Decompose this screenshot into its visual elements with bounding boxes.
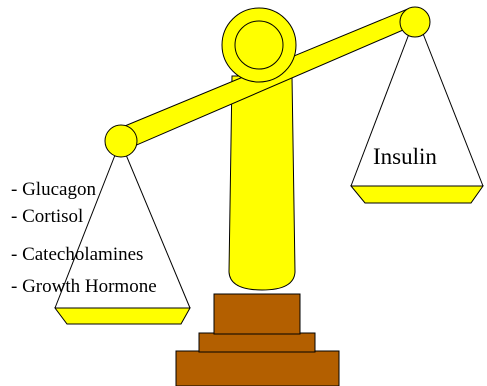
left-beam-knob [105,125,137,157]
center-pivot-inner [235,21,283,69]
base-top-block [214,294,300,334]
base-bottom-block [176,351,339,386]
left-label-growth-hormone: - Growth Hormone [11,276,157,297]
left-pan [55,308,190,324]
scale-base [176,294,339,386]
left-label-glucagon: - Glucagon [11,179,96,200]
center-pivot [222,8,296,82]
left-label-catecholamines: - Catecholamines [11,244,143,265]
base-middle-block [199,333,315,352]
left-label-cortisol: - Cortisol [11,206,83,227]
right-pan [351,186,483,203]
right-beam-knob [400,7,430,37]
right-pan-label-insulin: Insulin [373,144,437,169]
left-pan-labels: - Glucagon - Cortisol - Catecholamines -… [11,179,157,297]
scale-post [229,76,295,290]
